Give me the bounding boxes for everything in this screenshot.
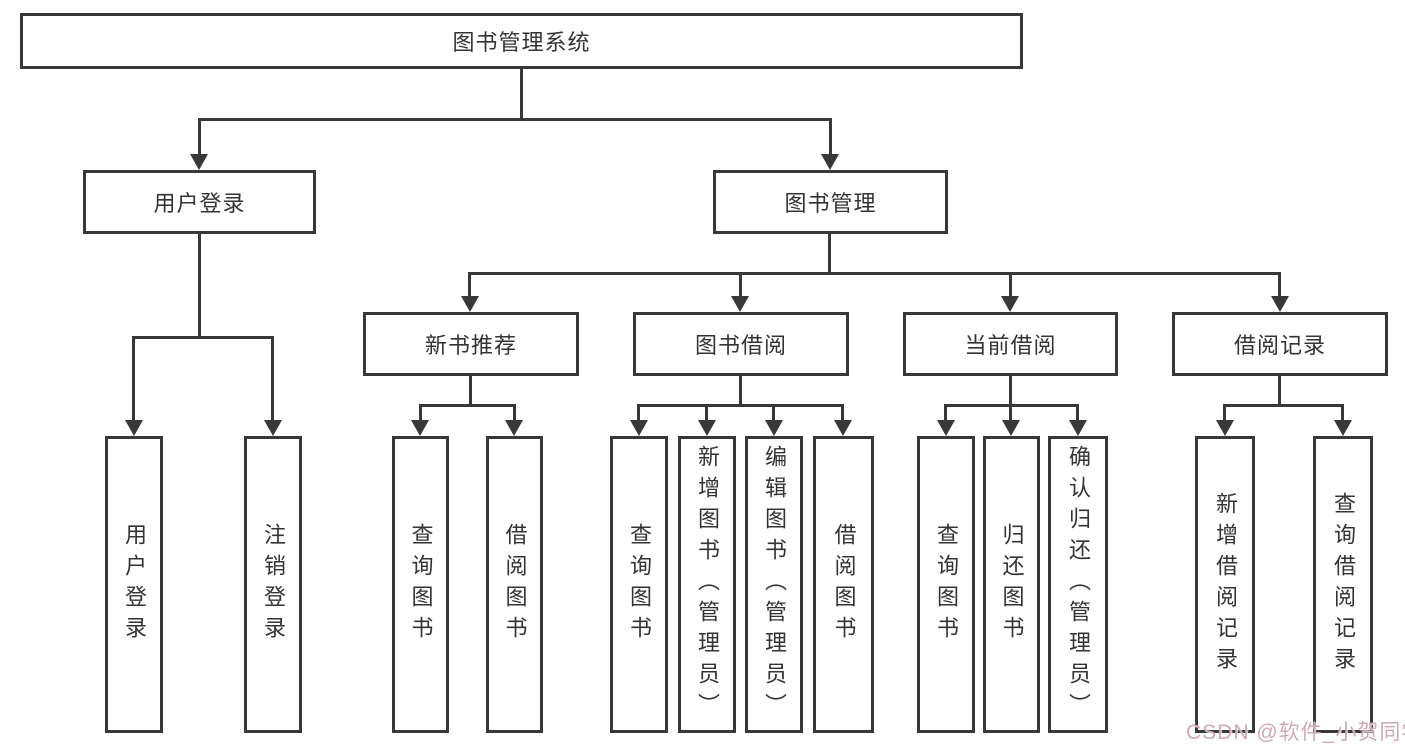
leaf-logout: 注销登录 xyxy=(244,436,302,733)
connector-line xyxy=(419,404,516,407)
node-borrowing-records: 借阅记录 xyxy=(1172,312,1388,376)
leaf-label: 查询图书 xyxy=(627,522,652,647)
connector-line xyxy=(132,336,274,339)
node-book-borrowing: 图书借阅 xyxy=(633,312,849,376)
connector-line xyxy=(419,404,422,422)
node-user-login: 用户登录 xyxy=(83,170,316,234)
arrow-down-icon xyxy=(1001,296,1019,312)
connector-line xyxy=(739,376,742,407)
watermark: CSDN @软件_小贺同学 xyxy=(1186,721,1405,744)
leaf-label: 注销登录 xyxy=(261,522,286,647)
connector-line xyxy=(132,336,135,422)
connector-line xyxy=(468,272,471,298)
node-label: 图书借阅 xyxy=(694,333,787,358)
leaf-label: 借阅图书 xyxy=(502,522,528,647)
arrow-down-icon xyxy=(505,420,523,436)
leaf-label: 借阅图书 xyxy=(831,522,857,647)
leaf-return-books: 归还图书 xyxy=(983,436,1040,733)
arrow-down-icon xyxy=(190,154,208,170)
node-label: 图书管理 xyxy=(784,191,877,216)
leaf-query-books: 查询图书 xyxy=(392,436,449,733)
arrow-down-icon xyxy=(731,296,749,312)
arrow-down-icon xyxy=(765,420,783,436)
arrow-down-icon xyxy=(630,420,648,436)
connector-line xyxy=(637,404,640,422)
arrow-down-icon xyxy=(411,420,429,436)
connector-line xyxy=(1278,272,1281,298)
connector-line xyxy=(739,272,742,298)
leaf-add-borrow-record: 新增借阅记录 xyxy=(1195,436,1255,733)
connector-line xyxy=(944,404,947,422)
node-book-management: 图书管理 xyxy=(713,170,948,234)
connector-line xyxy=(520,68,523,121)
connector-line xyxy=(271,336,274,422)
connector-line xyxy=(468,272,1281,275)
connector-line xyxy=(513,404,516,422)
leaf-query-books: 查询图书 xyxy=(917,436,975,733)
node-label: 用户登录 xyxy=(153,191,246,216)
connector-line xyxy=(1009,376,1012,407)
connector-line xyxy=(1076,404,1079,422)
leaf-label: 编辑图书（管理员） xyxy=(762,445,787,724)
connector-line xyxy=(841,404,844,422)
connector-line xyxy=(1009,272,1012,298)
leaf-label: 查询图书 xyxy=(934,522,959,647)
connector-line xyxy=(1223,404,1226,422)
connector-line xyxy=(1223,404,1344,407)
leaf-label: 新增图书（管理员） xyxy=(695,445,720,724)
arrow-down-icon xyxy=(125,420,143,436)
leaf-edit-book-admin: 编辑图书（管理员） xyxy=(745,436,803,733)
leaf-user-login: 用户登录 xyxy=(105,436,163,733)
leaf-label: 归还图书 xyxy=(999,522,1025,647)
arrow-down-icon xyxy=(1069,420,1087,436)
connector-line xyxy=(772,404,775,422)
arrow-down-icon xyxy=(821,154,839,170)
leaf-label: 用户登录 xyxy=(122,522,147,647)
leaf-confirm-return-admin: 确认归还（管理员） xyxy=(1048,436,1108,733)
leaf-borrow-books: 借阅图书 xyxy=(813,436,874,733)
leaf-borrow-books: 借阅图书 xyxy=(486,436,543,733)
arrow-down-icon xyxy=(264,420,282,436)
connector-line xyxy=(1278,376,1281,407)
connector-line xyxy=(828,234,831,275)
leaf-label: 新增借阅记录 xyxy=(1213,491,1238,678)
connector-line xyxy=(829,118,832,158)
arrow-down-icon xyxy=(698,420,716,436)
connector-line xyxy=(198,234,201,339)
node-new-book-recommendation: 新书推荐 xyxy=(363,312,579,376)
connector-line xyxy=(1009,404,1012,422)
node-label: 借阅记录 xyxy=(1233,333,1326,358)
leaf-query-books: 查询图书 xyxy=(610,436,668,733)
leaf-query-borrow-record: 查询借阅记录 xyxy=(1313,436,1373,733)
connector-line xyxy=(637,404,844,407)
node-label: 新书推荐 xyxy=(424,333,517,358)
node-label: 图书管理系统 xyxy=(452,30,591,55)
node-current-borrowing: 当前借阅 xyxy=(903,312,1118,376)
node-label: 当前借阅 xyxy=(964,333,1057,358)
leaf-label: 查询图书 xyxy=(408,522,434,647)
arrow-down-icon xyxy=(1334,420,1352,436)
connector-line xyxy=(705,404,708,422)
arrow-down-icon xyxy=(461,296,479,312)
arrow-down-icon xyxy=(834,420,852,436)
leaf-add-book-admin: 新增图书（管理员） xyxy=(678,436,736,733)
node-library-management-system: 图书管理系统 xyxy=(20,13,1023,69)
arrow-down-icon xyxy=(937,420,955,436)
connector-line xyxy=(469,376,472,407)
connector-line xyxy=(1341,404,1344,422)
arrow-down-icon xyxy=(1271,296,1289,312)
leaf-label: 确认归还（管理员） xyxy=(1066,445,1091,724)
arrow-down-icon xyxy=(1216,420,1234,436)
connector-line xyxy=(198,118,201,158)
connector-line xyxy=(198,118,832,121)
leaf-label: 查询借阅记录 xyxy=(1331,491,1356,678)
arrow-down-icon xyxy=(1002,420,1020,436)
